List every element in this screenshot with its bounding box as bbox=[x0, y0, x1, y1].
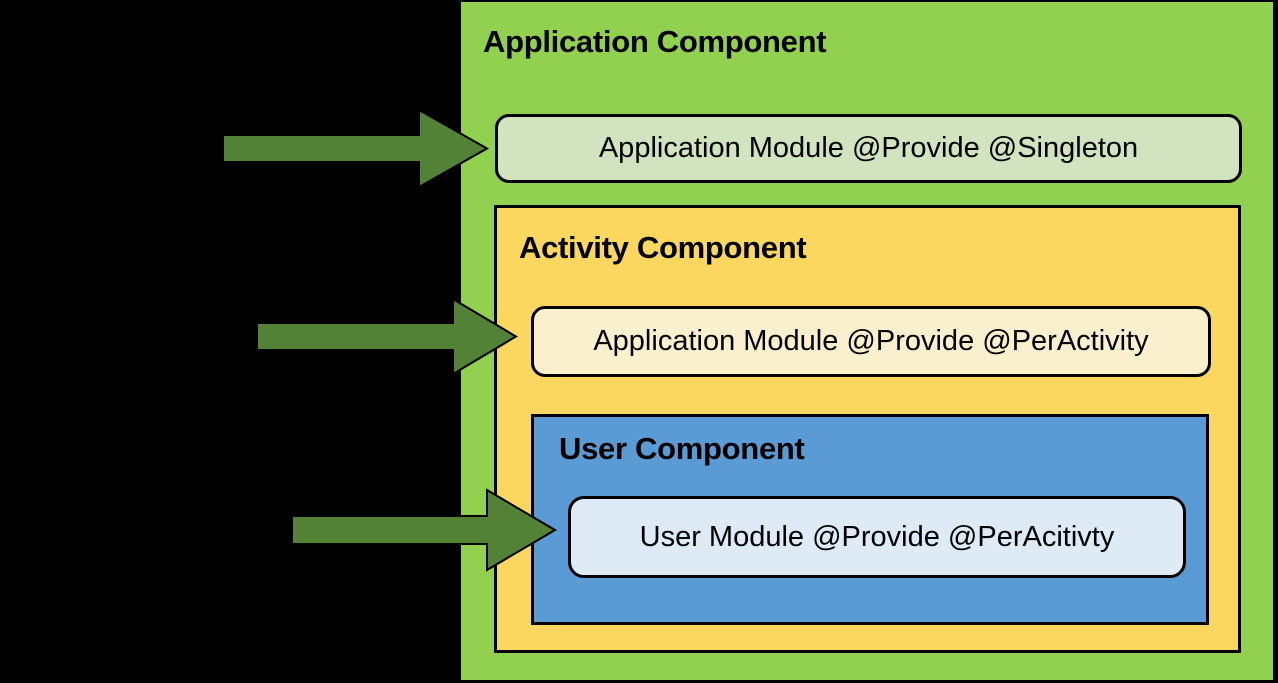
application-module-box: Application Module @Provide @Singleton bbox=[495, 114, 1242, 183]
activity-module-box: Application Module @Provide @PerActivity bbox=[531, 306, 1211, 377]
activity-component-title: Activity Component bbox=[519, 230, 807, 265]
user-component-panel: User Component User Module @Provide @Per… bbox=[531, 414, 1209, 625]
application-component-title: Application Component bbox=[483, 24, 827, 59]
user-component-title: User Component bbox=[559, 431, 805, 466]
activity-component-panel: Activity Component Application Module @P… bbox=[494, 205, 1241, 653]
application-module-label: Application Module @Provide @Singleton bbox=[598, 132, 1139, 164]
user-module-label: User Module @Provide @PerAcitivty bbox=[639, 520, 1115, 553]
user-module-box: User Module @Provide @PerAcitivty bbox=[568, 496, 1186, 578]
arrow-right-icon bbox=[222, 108, 490, 189]
activity-module-label: Application Module @Provide @PerActivity bbox=[593, 325, 1149, 357]
application-component-panel: Application Component Application Module… bbox=[461, 2, 1273, 680]
